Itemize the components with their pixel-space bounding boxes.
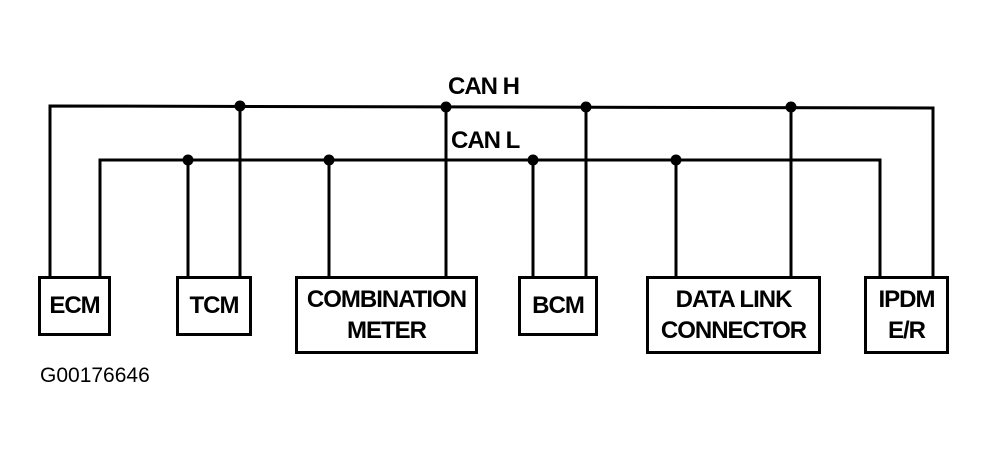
bcm-module: BCM — [518, 276, 598, 336]
tcm-label: TCM — [189, 292, 240, 320]
data-link-connector-module: DATA LINK CONNECTOR — [646, 276, 821, 354]
data-link-connector-label-line1: DATA LINK — [675, 285, 793, 313]
junction-dot — [785, 101, 797, 113]
data-link-connector-label-line2: CONNECTOR — [660, 317, 807, 344]
junction-dot — [440, 101, 452, 113]
junction-dot — [182, 154, 194, 166]
can-l-line — [98, 158, 882, 279]
ipdm-module: IPDM E/R — [864, 276, 949, 354]
ecm-module: ECM — [38, 276, 111, 336]
junction-dot — [580, 101, 592, 113]
can-l-label: CAN L — [451, 127, 520, 154]
figure-id-label: G00176646 — [40, 364, 150, 387]
junction-dot — [670, 154, 682, 166]
junction-dot — [323, 154, 335, 166]
combination-meter-label-line1: COMBINATION — [306, 285, 467, 313]
can-h-label: CAN H — [448, 73, 520, 100]
ecm-label: ECM — [49, 292, 100, 320]
combination-meter-module: COMBINATION METER — [295, 276, 478, 354]
ipdm-label-line2: E/R — [887, 317, 926, 344]
junction-dot — [527, 154, 539, 166]
ipdm-label-line1: IPDM — [878, 285, 936, 313]
bcm-label: BCM — [532, 292, 585, 320]
can-h-line — [48, 104, 935, 279]
junction-dot — [234, 100, 246, 112]
combination-meter-label-line2: METER — [347, 317, 427, 344]
tcm-module: TCM — [176, 276, 252, 336]
